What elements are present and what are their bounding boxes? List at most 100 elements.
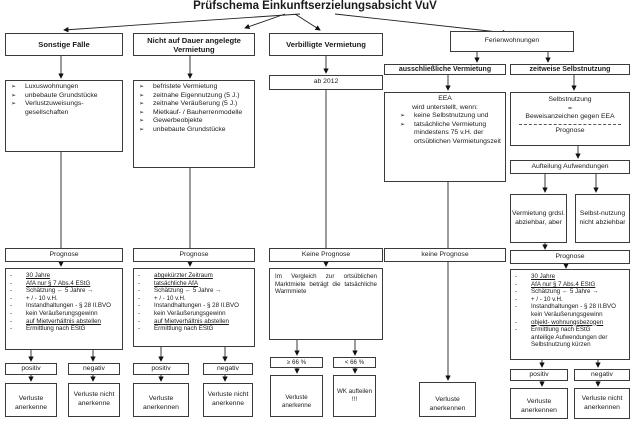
detail-item: auf Mietverhältnis abstellen <box>136 318 252 326</box>
list-item: tatsächliche Vermietung mindestens 75 v.… <box>398 121 502 147</box>
result-positive-4: Verluste anerkennen <box>510 388 568 419</box>
ausschliessliche-vermietung-label: ausschließliche Vermietung <box>398 66 492 73</box>
sonstige-faelle-list-box: Luxuswohnungen unbebaute Grundstücke Ver… <box>5 80 123 152</box>
result-negative-1: Verluste nicht anerkenne <box>68 383 120 417</box>
aufteilung-aufwendungen-box: Aufteilung Aufwendungen <box>510 160 630 174</box>
positive-label: positiv <box>21 364 41 372</box>
selbstnutzung-line2: = <box>568 104 572 112</box>
eea-conditions: keine Selbstnutzung und tatsächliche Ver… <box>398 112 502 146</box>
sonstige-faelle-label: Sonstige Fälle <box>38 40 90 49</box>
detail-item: Instandhaltungen - § 28 II.BVO <box>513 303 627 311</box>
prognose-label: Prognose <box>555 252 585 260</box>
prognose-label: Prognose <box>179 250 209 258</box>
result-label: Verluste nicht anerkenne <box>73 391 115 407</box>
warmmiete-comparison-box: Im Vergleich zur ortsüblichen Marktmiete… <box>269 268 383 340</box>
verbilligte-vermietung-label: Verbilligte Vermietung <box>286 40 366 49</box>
details-list: 30 JahreAfA nur § 7 Abs.4 EStGSchätzung … <box>8 272 120 333</box>
detail-item: 30 Jahre <box>513 273 627 281</box>
zeitweise-selbstnutzung-label: zeitweise Selbstnutzung <box>529 66 611 73</box>
ferienwohnungen-label: Ferienwohnungen <box>484 37 540 45</box>
list-item: unbebaute Grundstücke <box>9 92 119 101</box>
result-label: Verluste anerkennen <box>143 395 179 411</box>
result-exclusive: Verluste anerkennen <box>419 382 476 417</box>
ab-2012-label: ab 2012 <box>313 78 339 86</box>
details-list: abgekürzter Zeitraumtatsächliche AfASchä… <box>136 272 252 333</box>
detail-item: Ermittlung nach EStG <box>136 325 252 333</box>
result-label: Verluste nicht anerkennen <box>581 394 623 411</box>
detail-item: AfA nur § 7 Abs.4 EStG <box>8 280 120 288</box>
selbstnutzung-line3: Beweisanzeichen gegen EEA <box>525 113 615 121</box>
selbstnutzung-box: Selbstnutzung = Beweisanzeichen gegen EE… <box>510 92 630 146</box>
aufteilung-label: Aufteilung Aufwendungen <box>531 162 609 170</box>
comparison-text: Im Vergleich zur ortsüblichen Marktmiete… <box>275 273 377 296</box>
negative-label: negativ <box>217 364 239 372</box>
result-positive-1: Verluste anerkenne <box>5 383 57 417</box>
prognose-details-4: 30 JahreAfA nur § 7 Abs.4 EStGSchätzung … <box>510 269 630 360</box>
detail-item: Ermittlung nach EStG <box>513 326 627 334</box>
prognose-details-1: 30 JahreAfA nur § 7 Abs.4 EStGSchätzung … <box>5 268 123 350</box>
negative-label: negativ <box>591 370 613 378</box>
prognose-label: Prognose <box>49 250 79 258</box>
list-item: Verlustzuweisungs-gesellschaften <box>9 100 119 117</box>
vermietung-abziehbar-box: Vermietung grdsl. abziehbar, aber <box>510 194 567 243</box>
eea-subtitle: wird unterstellt, wenn: <box>412 103 478 111</box>
detail-item: Instandhaltungen - § 28 II.BVO <box>8 302 120 310</box>
list-item: unbebaute Grundstücke <box>137 126 251 135</box>
detail-item: Schätzung ← 5 Jahre → <box>513 288 627 296</box>
nicht-auf-dauer-list: befristete Vermietung zeitnahe Eigennutz… <box>137 83 251 135</box>
prognose-box-4: Prognose <box>510 250 630 264</box>
prognose-box-2: Prognose <box>133 248 255 262</box>
nicht-auf-dauer-list-box: befristete Vermietung zeitnahe Eigennutz… <box>133 80 255 168</box>
keine-prognose-label: keine Prognose <box>421 250 469 258</box>
keine-prognose-box-4: keine Prognose <box>384 248 506 262</box>
result-lt-66: WK aufteilen !!! <box>333 375 376 417</box>
list-item: Gewerbeobjekte <box>137 117 251 126</box>
detail-item: + / - 10 v.H. <box>136 295 252 303</box>
list-item: befristete Vermietung <box>137 83 251 92</box>
positive-label: positiv <box>151 364 171 372</box>
diagram-title: Prüfschema Einkunftserzielungsabsicht Vu… <box>193 0 437 12</box>
keine-prognose-box-3: Keine Prognose <box>269 248 383 262</box>
detail-item: tatsächliche AfA <box>136 280 252 288</box>
negative-label: negativ <box>83 364 105 372</box>
result-negative-4: Verluste nicht anerkennen <box>574 388 630 419</box>
vermietung-label: Vermietung grdsl. abziehbar, aber <box>512 209 565 226</box>
result-label: Verluste nicht anerkenne <box>207 391 249 407</box>
ge-66-label: ≥ 66 % <box>286 358 307 366</box>
detail-item: Schätzung ← 5 Jahre → <box>136 287 252 295</box>
selbstnutzung-line1: Selbstnutzung <box>548 96 592 103</box>
details-list: 30 JahreAfA nur § 7 Abs.4 EStGSchätzung … <box>513 273 627 349</box>
ge-66-box: ≥ 66 % <box>270 357 323 368</box>
detail-item: kein Veräußerungsgewinn <box>8 310 120 318</box>
detail-item: AfA nur § 7 Abs.4 EStG <box>513 281 627 289</box>
detail-item: kein Veräußerungsgewinn <box>136 310 252 318</box>
lt-66-box: < 66 % <box>333 357 376 368</box>
eea-box: EEA wird unterstellt, wenn: keine Selbst… <box>384 92 506 182</box>
selbstnutzung-nicht-abziehbar-box: Selbst-nutzung nicht abziehbar <box>575 194 630 243</box>
detail-item: Instandhaltungen - § 28 II.BVO <box>136 302 252 310</box>
detail-item: Schätzung ← 5 Jahre → <box>8 287 120 295</box>
result-negative-2: Verluste nicht anerkenne <box>203 383 253 417</box>
detail-item: kein Veräußerungsgewinn <box>531 310 603 318</box>
detail-item: anteilige Aufwendungen der Selbstnutzung… <box>531 333 608 349</box>
selbstnutzung-prognose: Prognose <box>555 126 585 134</box>
detail-item: objekt- wohnungsbezogen <box>513 319 627 327</box>
detail-item: Ermittlung nach EStG <box>8 325 120 333</box>
sonstige-faelle-header: Sonstige Fälle <box>5 33 123 56</box>
result-label: Verluste anerkennen <box>429 395 466 412</box>
negative-box-1: negativ <box>68 363 120 375</box>
eea-title: EEA <box>438 95 452 102</box>
list-item: Mietkauf- / Bauherrenmodelle <box>137 109 251 118</box>
result-ge-66: Verluste anerkenne <box>270 375 323 417</box>
positive-box-1: positiv <box>5 363 57 375</box>
list-item: zeitnahe Eigennutzung (5 J.) <box>137 92 251 101</box>
selbstnutzung-label: Selbst-nutzung nicht abziehbar <box>579 209 626 226</box>
detail-item: 30 Jahre <box>8 272 120 280</box>
list-item: zeitnahe Veräußerung (5 J.) <box>137 100 251 109</box>
verbilligte-vermietung-header: Verbilligte Vermietung <box>269 33 383 56</box>
positive-label: positiv <box>529 370 549 378</box>
list-item: keine Selbstnutzung und <box>398 112 502 121</box>
sonstige-faelle-list: Luxuswohnungen unbebaute Grundstücke Ver… <box>9 83 119 117</box>
detail-item: + / - 10 v.H. <box>513 296 627 304</box>
detail-item: abgekürzter Zeitraum <box>136 272 252 280</box>
